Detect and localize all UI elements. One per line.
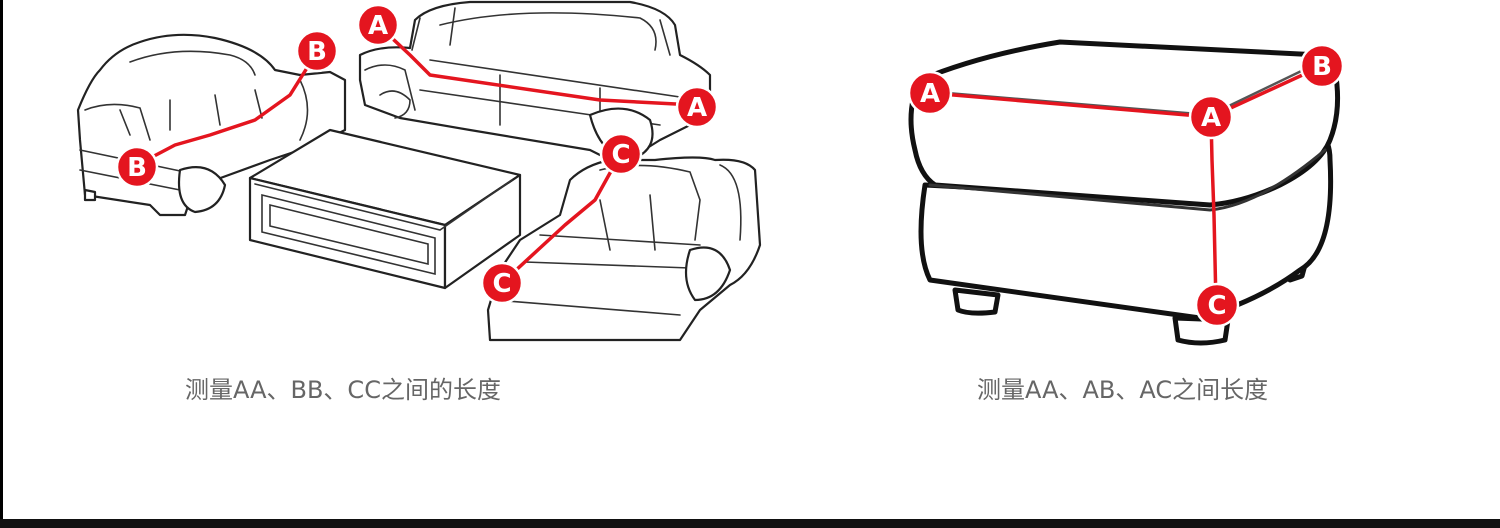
svg-text:C: C [492,269,511,299]
marker-a-top: A [356,3,400,47]
marker-a-ottoman-center: A [1188,94,1234,140]
marker-c-bottom: C [480,261,524,305]
marker-b-left: B [115,145,159,189]
marker-a-right: A [675,85,719,129]
left-measure-lines [135,23,697,285]
coffee-table-drawing [248,128,522,290]
armchair-right-drawing [486,156,762,342]
svg-text:B: B [1312,52,1332,82]
left-border [0,0,3,528]
svg-text:B: B [127,153,147,183]
long-sofa-drawing [358,0,712,167]
svg-text:A: A [368,11,388,41]
svg-text:B: B [307,37,327,67]
svg-text:A: A [687,93,707,123]
svg-text:A: A [1201,103,1221,133]
marker-c-top: C [599,132,643,176]
right-caption: 测量AA、AB、AC之间长度 [977,376,1269,404]
left-caption: 测量AA、BB、CC之间的长度 [185,376,501,404]
svg-text:C: C [1207,291,1226,321]
marker-a-ottoman-left: A [907,70,953,116]
marker-b-top: B [295,29,339,73]
svg-text:A: A [920,79,940,109]
marker-b-ottoman: B [1299,43,1345,89]
bottom-border [0,519,1500,528]
svg-text:C: C [611,140,630,170]
marker-c-ottoman: C [1194,282,1240,328]
